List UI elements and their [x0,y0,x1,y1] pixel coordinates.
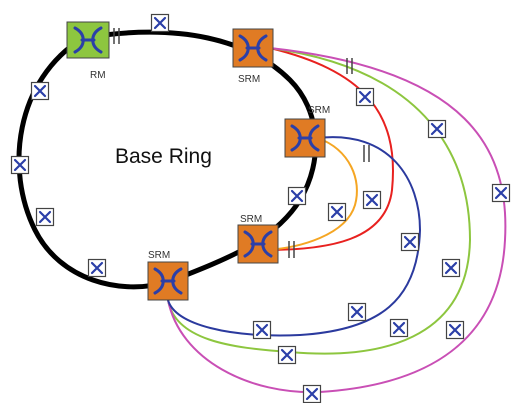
ring-label: Base Ring [115,145,212,168]
device-node[interactable] [287,186,307,206]
srm-label-right: SRM [308,105,330,116]
blue-sub-ring-link [167,136,422,337]
device-node[interactable] [400,232,420,252]
double-bar-icon [288,241,295,258]
device-nodes [10,13,511,403]
device-node[interactable] [427,119,447,139]
device-node[interactable] [362,190,382,210]
device-node[interactable] [10,155,30,175]
double-bar-icon [346,58,353,74]
double-bar-icon [113,28,120,44]
rm-label: RM [90,70,106,81]
srm-node-mid[interactable] [237,224,279,264]
srm-node-right[interactable] [284,118,326,158]
srm-label-bottom: SRM [148,250,170,261]
device-node[interactable] [355,87,375,107]
device-node[interactable] [277,345,297,365]
srm-node-top[interactable] [232,28,274,68]
rm-node[interactable] [66,21,110,59]
device-node[interactable] [87,258,107,278]
device-node[interactable] [30,81,50,101]
device-node[interactable] [252,320,272,340]
device-node[interactable] [389,318,409,338]
device-node[interactable] [327,202,347,222]
link-break-markers [113,28,370,258]
device-node[interactable] [441,258,461,278]
device-node[interactable] [445,320,465,340]
device-node[interactable] [347,302,367,322]
orange-sub-ring-link [265,137,358,251]
double-bar-icon [363,145,370,162]
magenta-sub-ring-link [167,47,507,394]
srm-node-bottom[interactable] [147,261,189,301]
red-sub-ring-link [265,47,394,251]
device-node[interactable] [302,384,322,403]
device-node[interactable] [150,13,170,33]
srm-label-top: SRM [238,74,260,85]
srm-label-mid: SRM [240,214,262,225]
device-node[interactable] [35,207,55,227]
device-node[interactable] [491,183,511,203]
green-sub-ring-link [167,47,472,355]
sub-ring-links [167,47,507,394]
